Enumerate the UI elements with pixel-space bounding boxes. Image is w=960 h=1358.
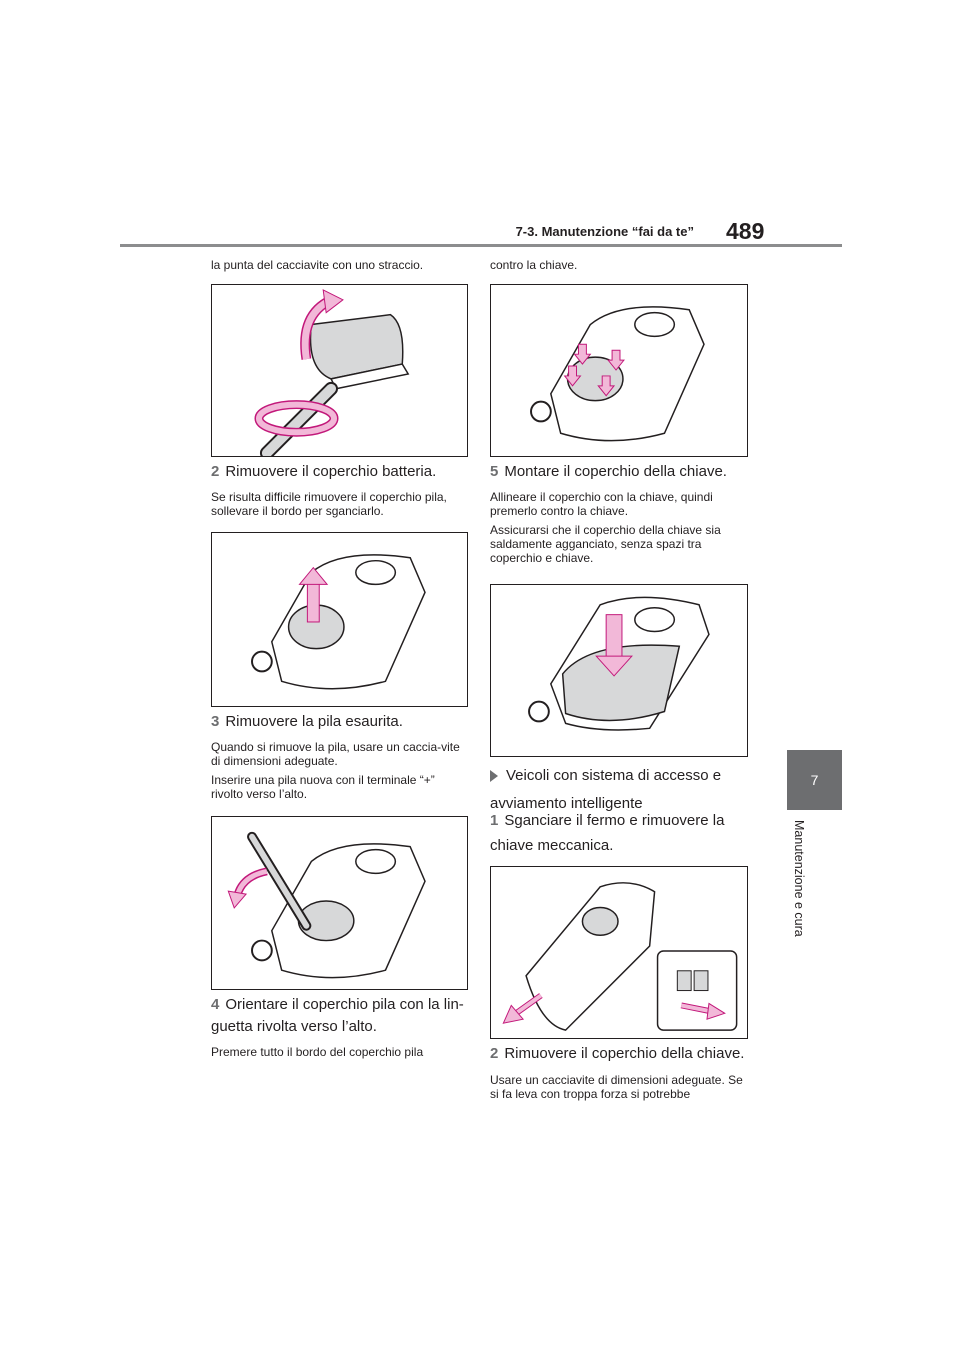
figure-pry-cover [211,284,468,457]
left-intro: la punta del cacciavite con uno straccio… [211,258,424,272]
step-3-text-1: Quando si rimuove la pila, usare un cacc… [211,740,460,768]
smart-step-2-text: Usare un cacciavite di dimensioni adegua… [490,1073,743,1101]
step-5-text-1: Allineare il coperchio con la chiave, qu… [490,490,713,518]
figure-insert-battery [490,284,748,457]
figure-attach-cover [490,584,748,757]
right-intro: contro la chiave. [490,258,578,272]
header-rule [120,244,842,247]
triangle-bullet-icon [490,770,498,783]
figure-remove-battery [211,816,468,990]
step-2-text: Se risulta difficile rimuovere il coperc… [211,490,447,518]
step-5-text-2: Assicurarsi che il coperchio della chiav… [490,523,721,565]
chapter-label: Manutenzione e cura [792,820,806,937]
section-title: 7-3. Manutenzione “fai da te” [515,224,694,239]
chapter-tab: 7 [787,750,842,810]
page-number: 489 [726,218,765,244]
figure-remove-mechanical-key [490,866,748,1039]
step-4-text: Premere tutto il bordo del coperchio pil… [211,1045,424,1059]
step-3-text-2: Inserire una pila nuova con il terminale… [211,773,435,801]
smart-key-subhead: Veicoli con sistema di accesso e avviame… [490,767,722,812]
figure-remove-cover [211,532,468,707]
